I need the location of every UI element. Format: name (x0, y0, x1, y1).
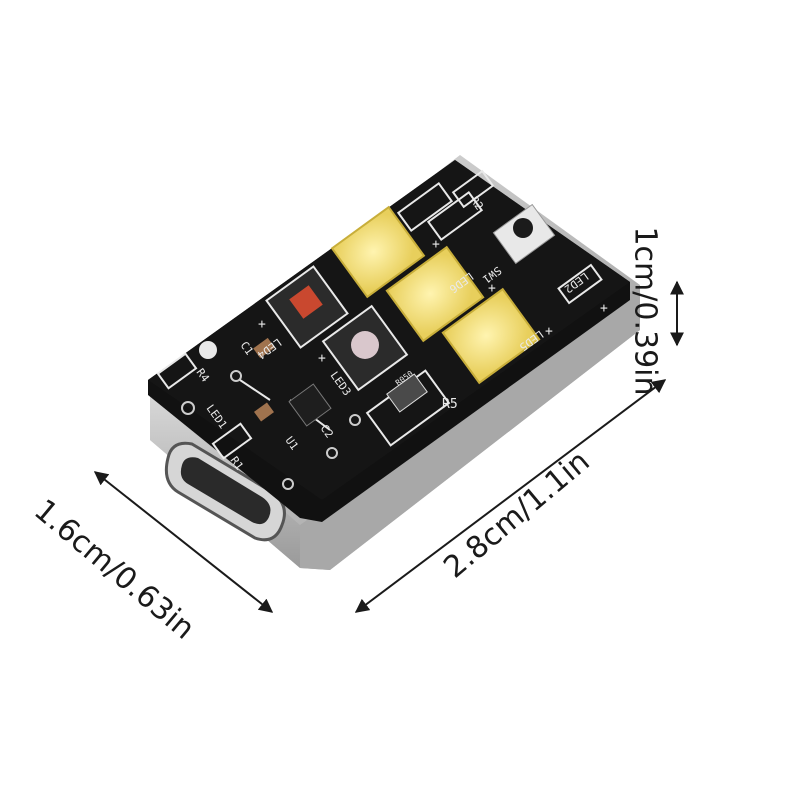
red-led (265, 265, 349, 349)
label-plus-5: + (258, 317, 266, 332)
label-r1: R1 (228, 454, 246, 472)
push-button (492, 203, 556, 265)
label-plus-1: + (432, 237, 440, 252)
label-plus-2: + (488, 281, 496, 296)
label-r2: R2 (468, 194, 486, 212)
label-r5: R5 (442, 397, 458, 412)
label-u1: U1 (283, 434, 301, 452)
yellow-led-1 (330, 205, 426, 299)
label-c2: C2 (318, 422, 336, 440)
height-dimension-label: 1cm/0.39in (627, 226, 663, 396)
label-c1: C1 (238, 339, 256, 357)
label-plus-4: + (600, 301, 608, 316)
length-dimension-arrow (354, 379, 667, 613)
yellow-led-3 (441, 287, 541, 385)
width-dimension-arrow (93, 471, 274, 613)
white-led (321, 304, 409, 392)
yellow-led-2 (385, 245, 485, 343)
label-plus-6: + (318, 351, 326, 366)
label-plus-3: + (545, 324, 553, 339)
